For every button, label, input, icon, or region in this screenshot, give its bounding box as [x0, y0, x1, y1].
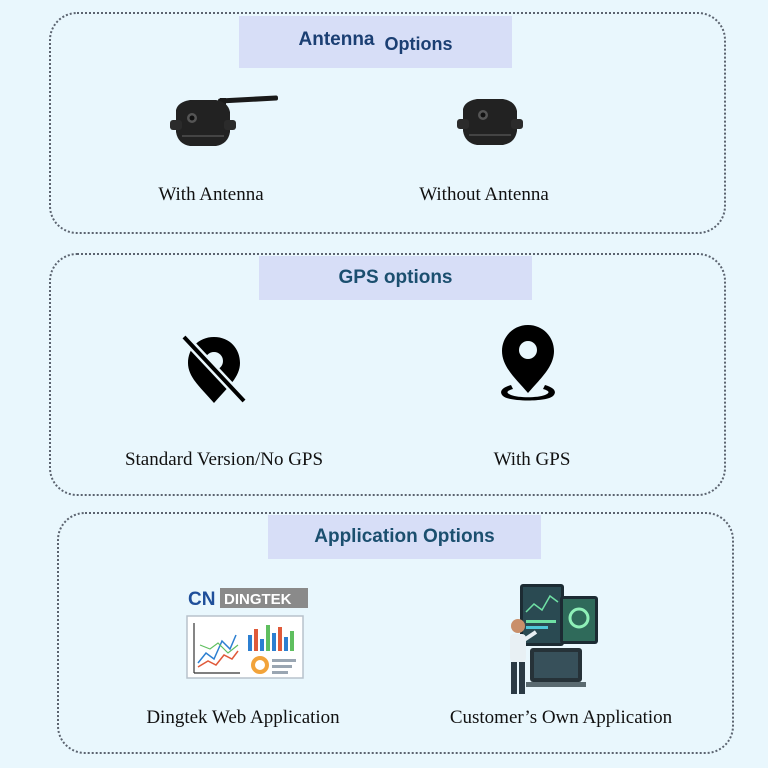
antenna-options-title: Antenna Options [239, 16, 512, 68]
gps-options-panel [49, 253, 726, 496]
dingtek-logo: CN DINGTEK [188, 588, 308, 609]
antenna-title-word: Antenna [298, 29, 375, 50]
dashboard-illustration [186, 615, 304, 679]
device-with-antenna-image [170, 95, 279, 146]
gps-location-icon [501, 325, 555, 401]
person-with-screen-illustration [510, 584, 598, 694]
gps-off-icon [180, 333, 248, 405]
without-antenna-label: Without Antenna [419, 184, 549, 205]
svg-text:DINGTEK: DINGTEK [224, 591, 292, 608]
gps-options-title: GPS options [259, 256, 532, 300]
application-options-title: Application Options [268, 515, 541, 559]
antenna-options-panel [49, 12, 726, 234]
device-without-antenna-image [457, 99, 523, 145]
standard-no-gps-label: Standard Version/No GPS [124, 449, 324, 470]
with-antenna-label: With Antenna [158, 184, 264, 205]
application-options-panel [57, 512, 734, 754]
customers-own-application-label: Customer’s Own Application [449, 707, 673, 728]
dingtek-web-application-label: Dingtek Web Application [146, 707, 340, 728]
svg-text:CN: CN [188, 589, 215, 609]
options-title-word: Options [384, 33, 453, 54]
with-gps-label: With GPS [493, 449, 571, 470]
